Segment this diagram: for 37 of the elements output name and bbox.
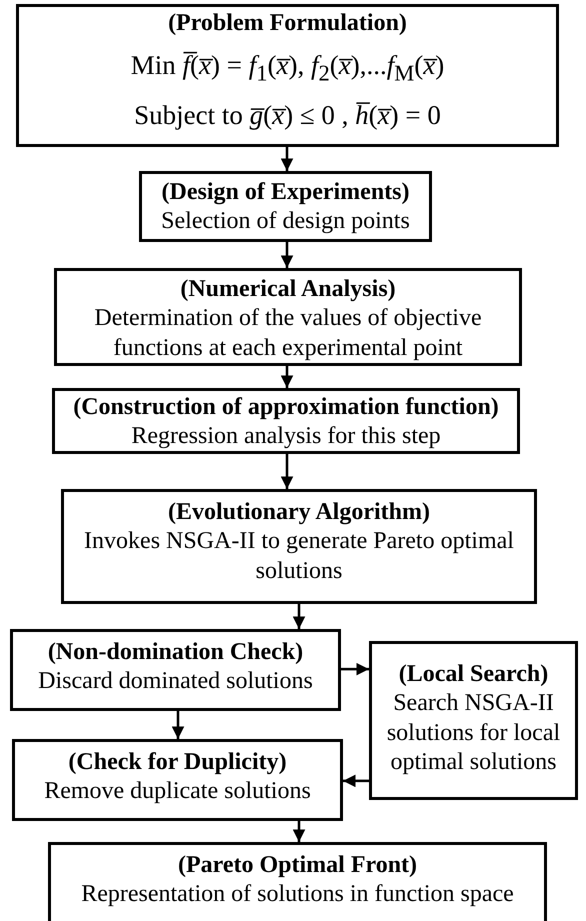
process-box bbox=[48, 842, 547, 921]
process-box bbox=[10, 629, 341, 711]
arrow bbox=[280, 242, 294, 268]
box-heading: (Numerical Analysis) bbox=[180, 275, 396, 304]
box-description: Search NSGA-II solutions for local optimal solutions bbox=[386, 689, 562, 777]
box-heading: (Check for Duplicity) bbox=[68, 748, 287, 777]
formula: Subject to g̅(x̅) ≤ 0 , h̅(x̅) = 0 bbox=[134, 98, 441, 132]
box-description: Selection of design points bbox=[161, 207, 410, 236]
box-description: Remove duplicate solutions bbox=[44, 777, 311, 806]
box-heading: (Design of Experiments) bbox=[162, 178, 410, 207]
box-heading: (Evolutionary Algorithm) bbox=[168, 498, 430, 527]
box-heading: (Non-domination Check) bbox=[48, 638, 304, 667]
process-box bbox=[369, 641, 578, 800]
arrow bbox=[341, 662, 369, 676]
process-box bbox=[12, 739, 343, 821]
box-description: Determination of the values of objective functions at each experimental point bbox=[93, 304, 483, 363]
process-box bbox=[61, 489, 537, 604]
box-description: Discard dominated solutions bbox=[38, 667, 313, 696]
process-box bbox=[52, 388, 520, 454]
box-heading: (Local Search) bbox=[398, 660, 548, 689]
box-heading: (Pareto Optimal Front) bbox=[178, 851, 418, 880]
arrow bbox=[292, 821, 306, 842]
process-box bbox=[54, 268, 522, 366]
box-heading: (Construction of approximation function) bbox=[73, 393, 499, 422]
box-description: Regression analysis for this step bbox=[131, 422, 441, 452]
arrow bbox=[343, 774, 369, 788]
arrow bbox=[292, 604, 306, 629]
arrow bbox=[280, 454, 294, 489]
arrow bbox=[172, 711, 184, 739]
formula: Min f̅(x̅) = f$_{1}$(x̅), f$_{2}$(x̅),...f$_{M}$(x̅) bbox=[130, 49, 444, 88]
box-heading: (Problem Formulation) bbox=[168, 9, 407, 38]
process-box bbox=[16, 4, 559, 147]
process-box bbox=[139, 171, 432, 242]
arrow bbox=[280, 366, 294, 388]
box-description: Invokes NSGA-II to generate Pareto optimal solutions bbox=[83, 527, 515, 586]
box-description: Representation of solutions in function space bbox=[81, 880, 514, 910]
arrow bbox=[280, 147, 294, 171]
